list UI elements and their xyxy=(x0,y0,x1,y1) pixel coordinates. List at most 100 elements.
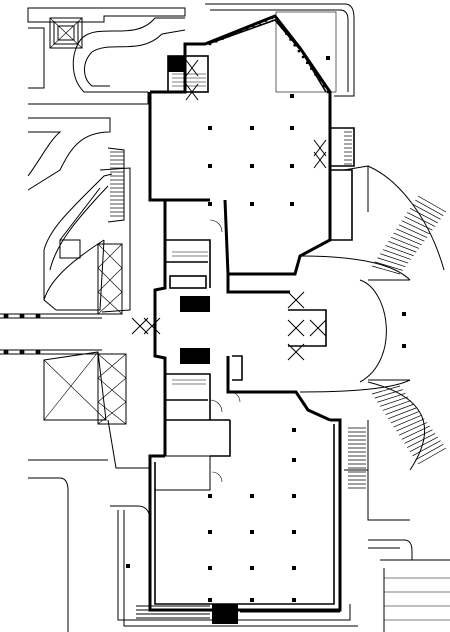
mullion xyxy=(338,527,342,531)
column xyxy=(292,458,296,462)
mullion xyxy=(314,73,317,76)
mullion xyxy=(148,139,152,143)
mullion xyxy=(148,174,152,177)
column xyxy=(290,126,294,130)
column xyxy=(208,494,212,498)
mullion xyxy=(148,597,152,600)
mullion xyxy=(328,216,332,219)
mullion xyxy=(338,443,342,447)
stair-tread xyxy=(409,208,439,224)
mullion xyxy=(328,210,332,213)
column xyxy=(208,164,212,168)
mullion xyxy=(148,105,152,109)
mullion xyxy=(338,513,342,517)
mullion xyxy=(148,554,152,557)
mullion xyxy=(338,555,342,559)
mullion xyxy=(338,422,342,426)
mullion xyxy=(148,576,152,579)
mullion xyxy=(320,608,323,612)
stair-tread xyxy=(385,245,414,257)
stair-tread xyxy=(390,411,420,424)
mullion xyxy=(338,583,342,587)
mullion xyxy=(158,608,162,612)
mullion xyxy=(148,187,152,191)
stair-tread xyxy=(401,220,430,235)
column xyxy=(292,428,296,432)
stair-tread xyxy=(396,418,425,432)
stair-tread xyxy=(382,400,411,411)
mullion xyxy=(148,146,152,150)
mullion xyxy=(338,520,342,524)
mullion xyxy=(148,133,152,136)
mullion xyxy=(148,167,152,170)
mullion xyxy=(322,84,326,88)
mullion xyxy=(148,504,152,507)
monument-square xyxy=(49,17,83,49)
mullion xyxy=(148,496,152,500)
column xyxy=(208,566,212,570)
mullion xyxy=(328,228,332,231)
stair-tread xyxy=(417,447,447,465)
mullion xyxy=(338,590,342,594)
mullion xyxy=(338,604,342,608)
mullion xyxy=(310,67,313,70)
mullion xyxy=(148,547,152,550)
column-grid-south xyxy=(208,428,296,602)
stair-tread xyxy=(380,396,409,407)
north-wing xyxy=(148,3,355,276)
mullion xyxy=(148,511,152,514)
stair-tread xyxy=(415,444,444,461)
mullion xyxy=(338,464,342,468)
stair-tread xyxy=(407,212,436,227)
mullion xyxy=(215,40,218,43)
column xyxy=(250,494,254,498)
mullion xyxy=(148,126,152,129)
mullion xyxy=(148,181,152,184)
mullion xyxy=(148,112,152,115)
mullion xyxy=(276,20,280,24)
mullion xyxy=(338,576,342,580)
column xyxy=(250,126,254,130)
mullion xyxy=(312,608,316,612)
mullion xyxy=(328,191,332,194)
mullion xyxy=(327,608,330,612)
column xyxy=(250,164,254,168)
mullion xyxy=(148,489,152,492)
mullion xyxy=(148,194,152,198)
mullion xyxy=(180,608,184,612)
mullion xyxy=(305,608,308,612)
mullion xyxy=(173,608,176,612)
stair-tread xyxy=(374,389,403,399)
curtain-wall-mullions xyxy=(148,16,342,612)
mullion xyxy=(148,482,152,485)
mullion xyxy=(148,525,152,528)
column xyxy=(250,202,254,206)
mullion xyxy=(148,468,152,471)
service-core xyxy=(131,198,243,456)
mullion xyxy=(338,457,342,461)
stair-tread xyxy=(412,440,441,457)
atrium xyxy=(226,274,331,422)
column xyxy=(290,202,294,206)
mullion xyxy=(148,540,152,543)
stair-tread xyxy=(385,403,414,415)
mullion xyxy=(268,608,272,612)
mullion xyxy=(326,90,330,94)
mullion xyxy=(293,44,296,47)
stair-tread xyxy=(382,249,411,260)
mullion xyxy=(289,38,292,41)
mullion xyxy=(148,153,152,157)
mullion xyxy=(276,608,279,612)
mullion xyxy=(328,185,332,188)
mullion xyxy=(148,119,152,122)
column xyxy=(208,530,212,534)
revolving-doors-atrium xyxy=(287,291,327,361)
mullion xyxy=(148,518,152,521)
mullion xyxy=(246,608,250,612)
stair-tread xyxy=(371,385,401,395)
stair-tread xyxy=(374,261,403,271)
stair-tread xyxy=(412,203,441,220)
mullion xyxy=(264,19,267,22)
stair-tread xyxy=(393,232,422,246)
